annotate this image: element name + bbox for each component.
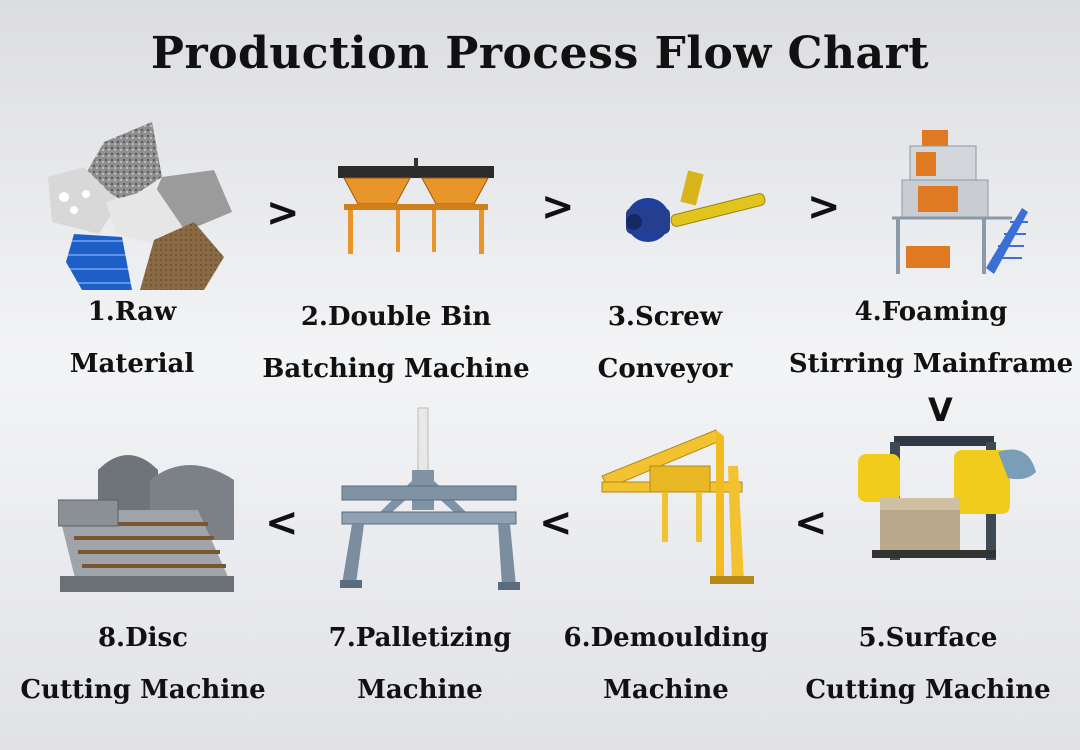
palletizing-machine-image	[338, 404, 520, 590]
flow-arrow-right: >	[541, 184, 575, 230]
step-8-label: 8.Disc Cutting Machine	[20, 623, 266, 705]
step-2-label: 2.Double Bin Batching Machine	[262, 302, 530, 384]
step-4-label: 4.Foaming Stirring Mainframe	[788, 297, 1074, 379]
flow-arrow-right: >	[266, 190, 300, 236]
step-6-label: 6.Demoulding Machine	[563, 623, 769, 705]
flow-arrow-down: V	[928, 391, 953, 429]
step-1-label: 1.Raw Material	[69, 297, 195, 379]
flow-arrow-right: >	[807, 184, 841, 230]
flow-arrow-left: <	[265, 500, 299, 546]
flow-arrow-left: <	[539, 500, 573, 546]
double-bin-batching-machine-image	[336, 152, 496, 256]
demoulding-machine-image	[598, 426, 764, 586]
flow-arrow-left: <	[794, 500, 828, 546]
step-7-label: 7.Palletizing Machine	[328, 623, 512, 705]
step-5-label: 5.Surface Cutting Machine	[805, 623, 1051, 705]
page-title: Production Process Flow Chart	[150, 28, 930, 79]
step-3-label: 3.Screw Conveyor	[597, 302, 733, 384]
surface-cutting-machine-image	[858, 432, 1038, 572]
disc-cutting-machine-image	[58, 440, 238, 594]
screw-conveyor-image	[622, 168, 770, 250]
raw-material-image	[44, 122, 234, 292]
foaming-stirring-mainframe-image	[882, 128, 1032, 278]
